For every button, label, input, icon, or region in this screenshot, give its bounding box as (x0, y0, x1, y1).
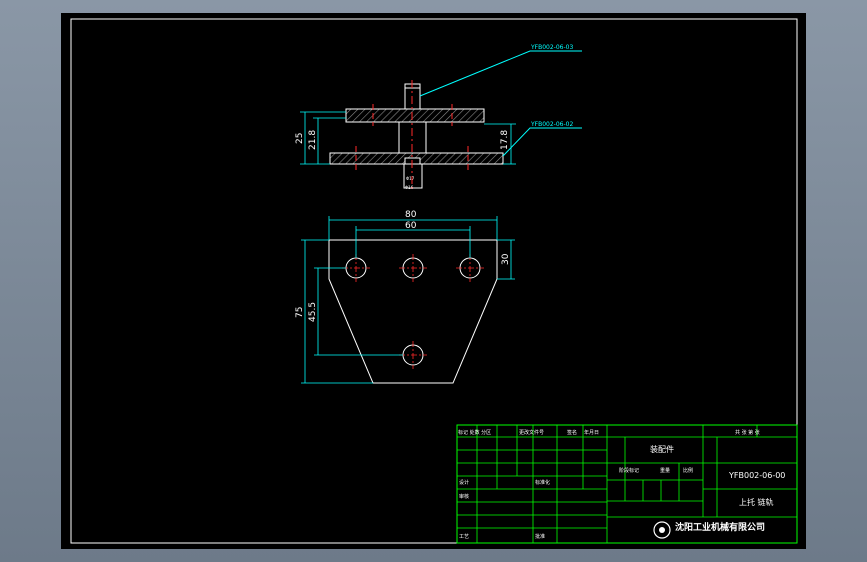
tb-r1-c2: 更改文件号 (519, 429, 544, 436)
dim-hole-drop: 45.5 (308, 302, 318, 322)
upper-plate (345, 108, 485, 123)
dim-width-total: 80 (405, 210, 417, 220)
tb-weight-label: 重量 (660, 467, 670, 474)
dim-section-height-right: 17.8 (500, 130, 510, 150)
callout-part-03: YFB002-06-03 (530, 44, 573, 51)
dim-edge-offset: 30 (501, 253, 511, 265)
drawing-frame (70, 18, 798, 544)
dim-section-height-inner: 21.8 (308, 130, 318, 150)
dim-bore-small: Φ17 (406, 176, 415, 181)
leader-02 (502, 127, 582, 157)
tb-sheet-label: 共 张 第 张 (735, 429, 760, 436)
tb-part-name: 上托 链轨 (739, 497, 774, 507)
dim-hole-span: 60 (405, 221, 417, 231)
tb-drawing-no: YFB002-06-00 (728, 471, 785, 480)
tb-r1-c1: 标记 处数 分区 (458, 429, 491, 436)
tb-scale-label: 比例 (683, 467, 693, 474)
tb-stage-label: 阶段标记 (619, 467, 639, 474)
tb-approve: 批准 (535, 533, 545, 540)
title-block: 标记 处数 分区 更改文件号 签名 年月日 设计 标准化 审核 工艺 批准 阶段… (456, 424, 798, 544)
company-logo (653, 521, 671, 539)
tb-material: 装配件 (650, 444, 674, 454)
tb-r1-c4: 年月日 (584, 429, 599, 436)
drawing-sheet (61, 13, 806, 549)
dim-height-total: 75 (295, 307, 305, 318)
tb-standard: 标准化 (535, 479, 550, 486)
dim-section-height-total: 25 (295, 133, 305, 144)
section-view: YFB002-06-03 YFB002-06-02 25 21.8 17.8 Φ… (295, 44, 582, 192)
tb-review: 审核 (459, 493, 469, 500)
callout-part-02: YFB002-06-02 (530, 121, 573, 128)
tb-design: 设计 (459, 479, 469, 486)
leader-03 (419, 50, 582, 97)
tb-process: 工艺 (459, 534, 469, 540)
plan-view: 80 60 75 45.5 30 (295, 210, 515, 384)
company-logo-inner (659, 527, 665, 533)
tb-r1-c3: 签名 (567, 429, 577, 436)
tb-company: 沈阳工业机械有限公司 (675, 521, 765, 533)
dim-bore-large: Φ16 (405, 185, 414, 190)
